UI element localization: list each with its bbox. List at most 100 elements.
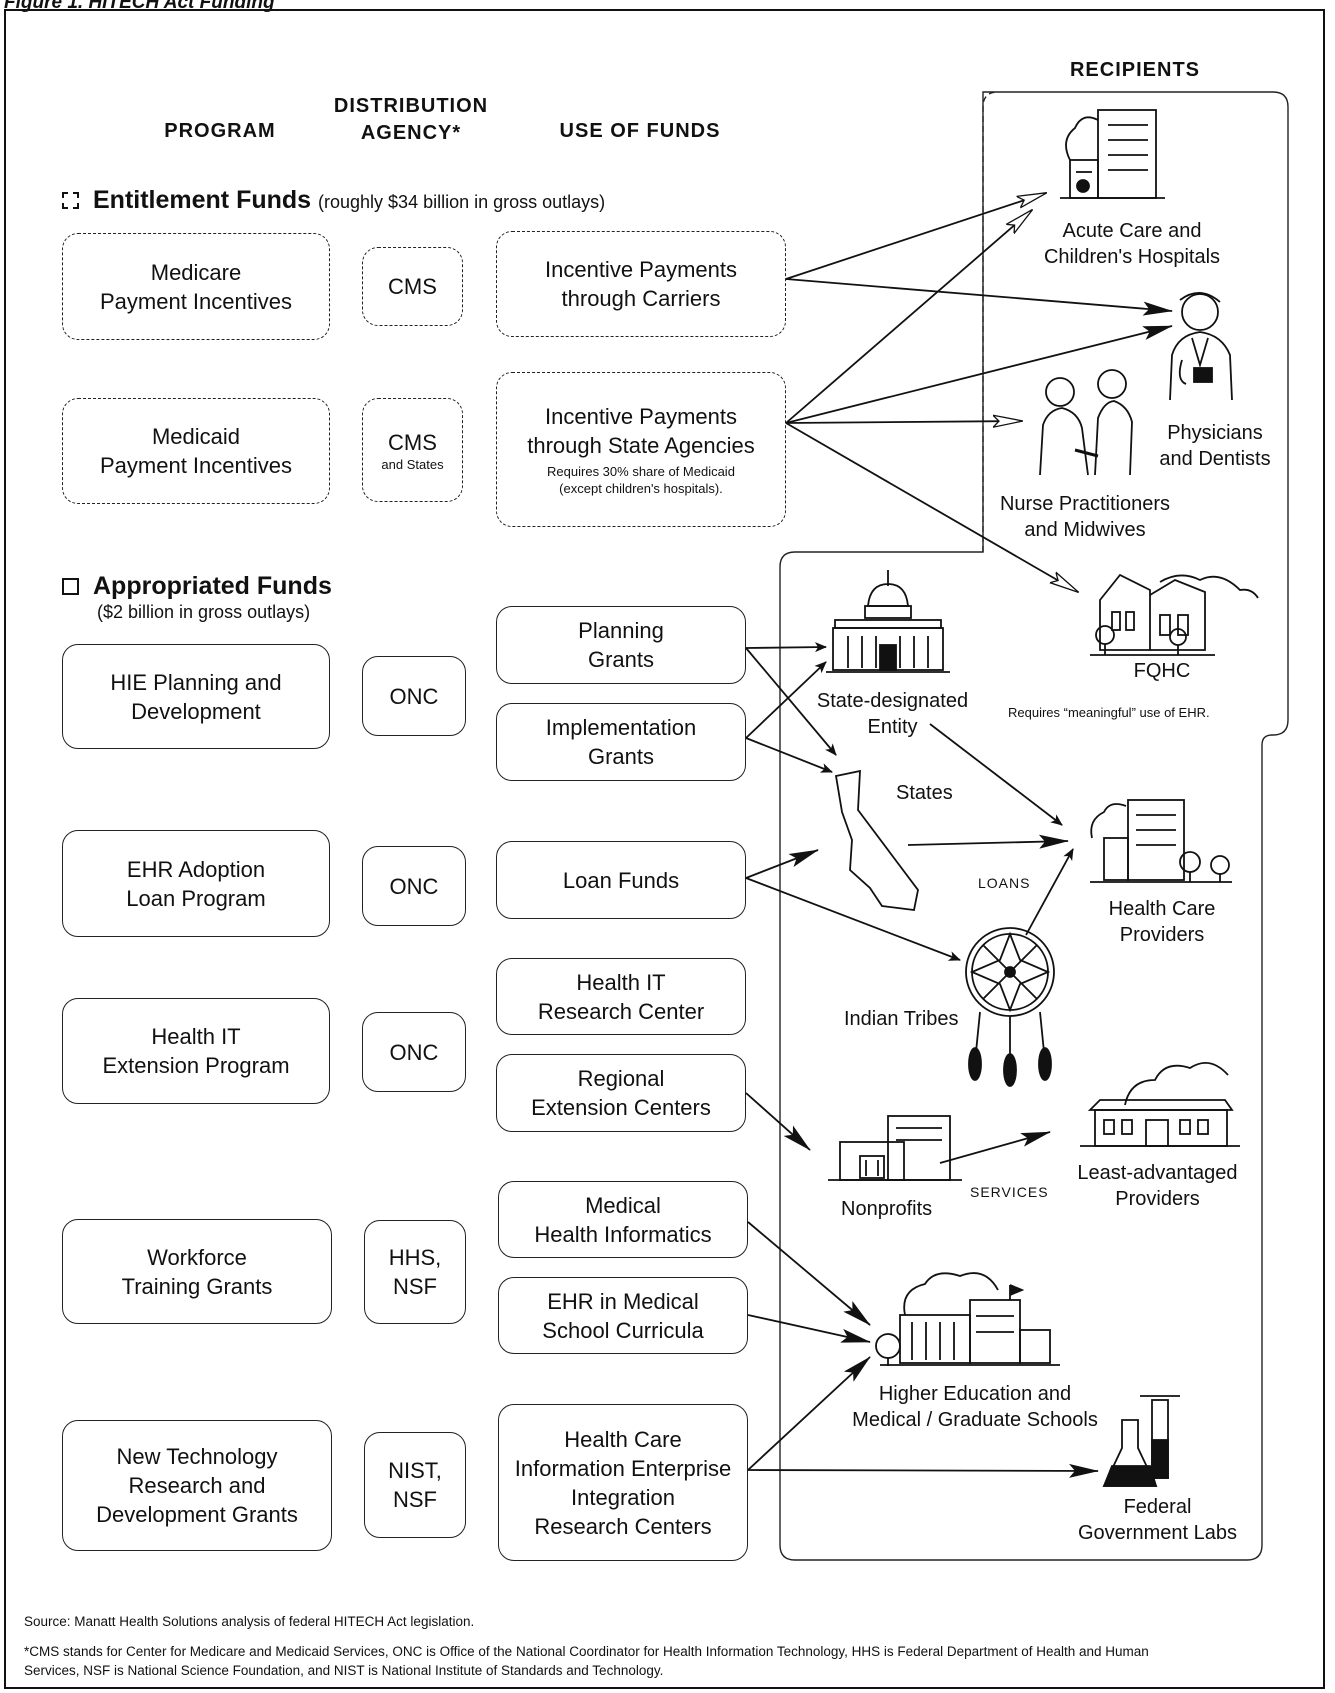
header-agency-line1: DISTRIBUTION bbox=[333, 95, 489, 117]
fqhc-icon bbox=[1090, 573, 1259, 656]
program-box-medicare: Medicare Payment Incentives bbox=[62, 233, 330, 340]
label-line: Nurse Practitioners bbox=[999, 493, 1171, 515]
note-line: Requires 30% share of Medicaid bbox=[547, 464, 735, 479]
program-line: Workforce bbox=[147, 1244, 247, 1270]
agency-label: CMS bbox=[388, 429, 437, 455]
ehr-requirement-note: Requires “meaningful” use of EHR. bbox=[1008, 705, 1210, 720]
arrow-loans-to-states bbox=[745, 849, 819, 879]
label-line: Providers bbox=[1115, 1188, 1200, 1210]
header-agency: DISTRIBUTION AGENCY* bbox=[316, 93, 506, 147]
use-box-loan-funds: Loan Funds bbox=[496, 841, 746, 919]
use-line: Implementation bbox=[545, 715, 697, 740]
recipient-acute-care: Acute Care and Children's Hospitals bbox=[1032, 218, 1232, 270]
use-box-regional-extension: Regional Extension Centers bbox=[496, 1054, 746, 1132]
agency-label: NSF bbox=[393, 1274, 437, 1299]
label-line: Acute Care and bbox=[1062, 220, 1202, 242]
recipient-indian-tribes: Indian Tribes bbox=[844, 1008, 959, 1030]
header-recipients: RECIPIENTS bbox=[1069, 59, 1201, 81]
source-note: Source: Manatt Health Solutions analysis… bbox=[24, 1614, 475, 1629]
physician-icon bbox=[1169, 292, 1233, 401]
arrow-state-to-fqhc bbox=[785, 422, 1078, 592]
appropriated-title: Appropriated Funds bbox=[93, 572, 332, 600]
arrow-entity-to-providers bbox=[929, 723, 1063, 826]
arrow-carriers-to-physicians bbox=[785, 278, 1173, 316]
checkbox-icon bbox=[62, 578, 79, 595]
abbreviation-note: *CMS stands for Center for Medicare and … bbox=[24, 1642, 1314, 1680]
program-line: Development bbox=[131, 698, 261, 724]
agency-label: NSF bbox=[393, 1487, 437, 1512]
agency-label: CMS bbox=[388, 274, 437, 299]
program-line: Medicaid bbox=[151, 424, 241, 449]
use-line: Grants bbox=[587, 647, 655, 672]
label-line: Physicians bbox=[1167, 422, 1263, 444]
program-box-ehr-loan: EHR Adoption Loan Program bbox=[62, 830, 330, 937]
program-line: Loan Program bbox=[126, 885, 266, 911]
agency-label: NIST, bbox=[388, 1458, 442, 1483]
program-box-health-it-extension: Health IT Extension Program bbox=[62, 998, 330, 1104]
label-line: and Dentists bbox=[1159, 448, 1271, 470]
recipient-higher-education: Higher Education and Medical / Graduate … bbox=[850, 1381, 1100, 1433]
nonprofits-icon bbox=[828, 1115, 962, 1181]
arrow-research-to-schools bbox=[747, 1356, 871, 1471]
dreamcatcher-icon bbox=[965, 927, 1055, 1087]
arrow-planning-to-states bbox=[745, 647, 837, 756]
agency-box-onc-1: ONC bbox=[362, 656, 466, 736]
program-line: HIE Planning and bbox=[110, 669, 282, 695]
use-box-ehr-curricula: EHR in Medical School Curricula bbox=[498, 1277, 748, 1354]
use-line: Information Enterprise bbox=[514, 1455, 732, 1481]
nurses-icon bbox=[1039, 369, 1133, 476]
medicaid-requirement-note: Requires 30% share of Medicaid (except c… bbox=[547, 463, 735, 497]
arrow-research-to-labs bbox=[747, 1463, 1099, 1478]
health-care-providers-icon bbox=[1090, 799, 1232, 883]
california-icon bbox=[834, 769, 919, 911]
header-program: PROGRAM bbox=[164, 120, 276, 142]
use-line: Planning bbox=[578, 618, 664, 643]
agency-label: ONC bbox=[389, 683, 439, 709]
program-line: Health IT bbox=[151, 1024, 241, 1049]
arrow-carriers-to-hospitals bbox=[785, 193, 1046, 280]
label-line: Providers bbox=[1119, 924, 1205, 946]
arrow-nonprofits-to-least bbox=[939, 1131, 1051, 1164]
program-line: Medicare bbox=[150, 259, 242, 285]
recipient-nonprofits: Nonprofits bbox=[841, 1198, 933, 1220]
appropriated-section-title: Appropriated Funds bbox=[62, 572, 332, 601]
entitlement-title: Entitlement Funds bbox=[93, 186, 312, 214]
use-line: Health Care bbox=[564, 1426, 682, 1452]
program-line: Payment Incentives bbox=[100, 288, 292, 314]
services-label: SERVICES bbox=[970, 1184, 1049, 1200]
agency-box-onc-2: ONC bbox=[362, 846, 466, 926]
program-line: Research and bbox=[128, 1473, 266, 1498]
use-line: EHR in Medical bbox=[547, 1288, 699, 1314]
arrow-loans-to-tribes bbox=[745, 877, 961, 961]
use-box-state-agencies: Incentive Payments through State Agencie… bbox=[496, 372, 786, 527]
use-line: Health Informatics bbox=[534, 1221, 712, 1247]
lab-flask-icon bbox=[1102, 1395, 1180, 1487]
arrow-extension-to-nonprofits bbox=[745, 1092, 811, 1151]
higher-education-icon bbox=[875, 1272, 1060, 1366]
program-line: Extension Program bbox=[102, 1053, 290, 1078]
use-line: through State Agencies bbox=[527, 433, 755, 458]
use-line: Regional bbox=[577, 1066, 665, 1091]
program-box-medicaid: Medicaid Payment Incentives bbox=[62, 398, 330, 504]
recipient-state-entity: State-designated Entity bbox=[805, 688, 980, 740]
agency-box-hhs-nsf: HHS, NSF bbox=[364, 1220, 466, 1324]
arrow-planning-to-entity bbox=[745, 642, 827, 653]
use-line: School Curricula bbox=[542, 1317, 704, 1343]
appropriated-subtitle: ($2 billion in gross outlays) bbox=[97, 602, 311, 622]
use-line: Loan Funds bbox=[562, 867, 680, 893]
figure-frame bbox=[4, 9, 1325, 1689]
agency-label: ONC bbox=[389, 1039, 439, 1065]
arrow-tribes-to-providers bbox=[1025, 848, 1074, 936]
label-line: Federal bbox=[1123, 1496, 1192, 1518]
program-box-hie: HIE Planning and Development bbox=[62, 644, 330, 749]
footnote-line: Services, NSF is National Science Founda… bbox=[24, 1663, 664, 1678]
recipient-least-advantaged: Least-advantaged Providers bbox=[1070, 1160, 1245, 1212]
hospital-icon bbox=[1060, 109, 1165, 199]
program-box-workforce: Workforce Training Grants bbox=[62, 1219, 332, 1324]
recipient-fqhc: FQHC bbox=[1133, 660, 1191, 682]
use-box-research-center: Health IT Research Center bbox=[496, 958, 746, 1035]
least-advantaged-providers-icon bbox=[1080, 1061, 1240, 1147]
